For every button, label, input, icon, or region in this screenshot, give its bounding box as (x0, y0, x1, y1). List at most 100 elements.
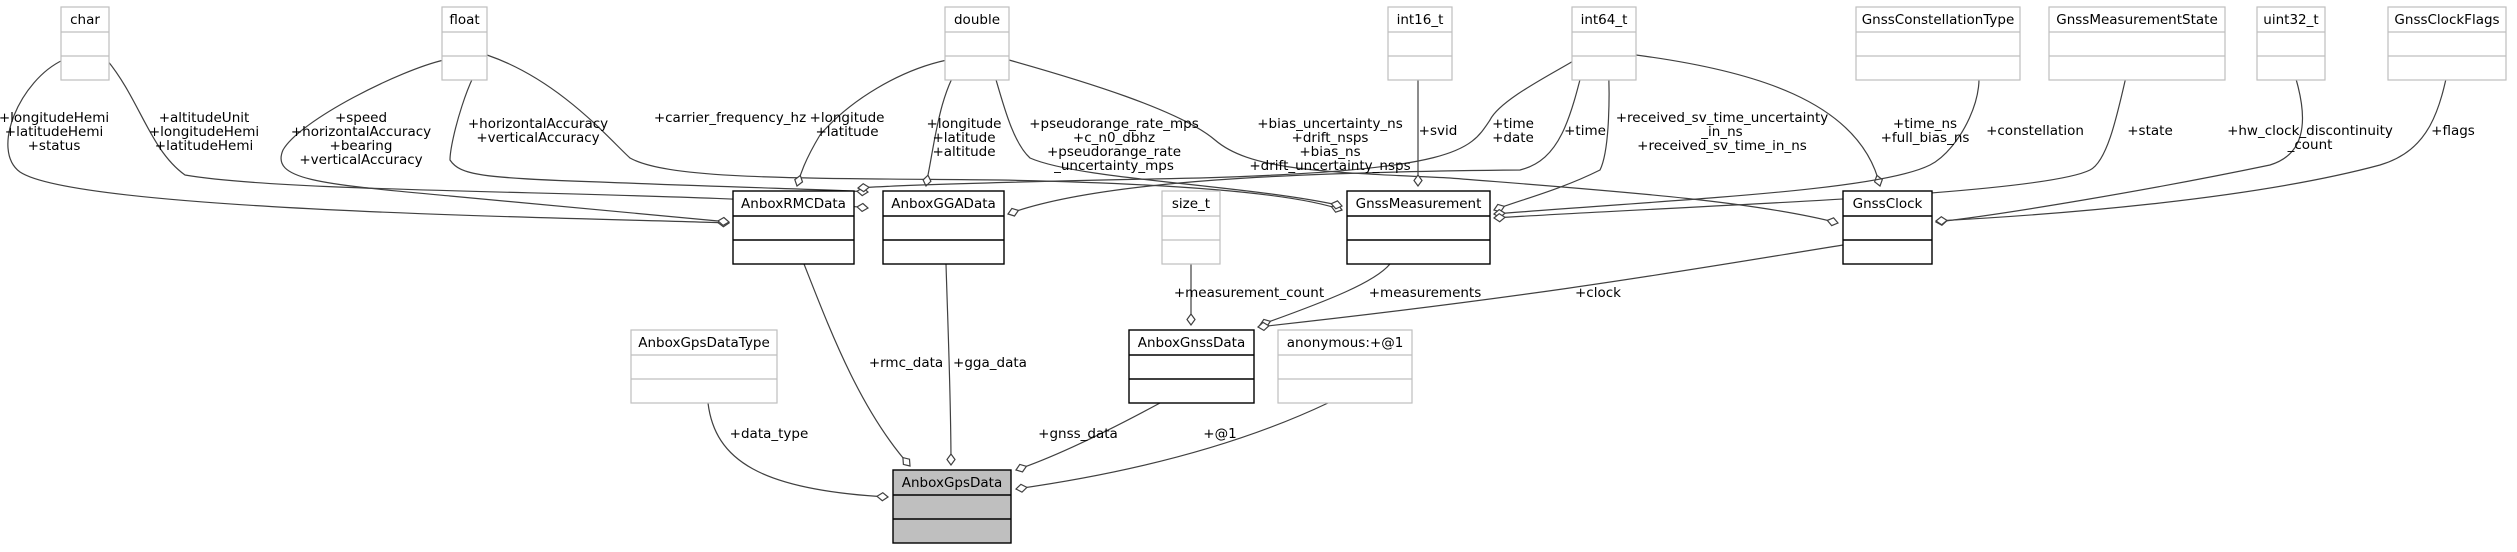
edge-label: +bias_uncertainty_ns+drift_nsps+bias_ns+… (1249, 116, 1410, 174)
edge-char-to-anbox-gga-data (106, 59, 870, 213)
edge-label-line: +longitudeHemi (149, 124, 259, 140)
node-box (1277, 329, 1413, 404)
node-int64-t[interactable]: int64_t (1571, 6, 1637, 81)
edge-label: +time (1564, 123, 1606, 139)
edge-label-line: +flags (2431, 123, 2475, 139)
edge-label-line: +altitudeUnit (159, 110, 250, 126)
edge-label-line: +altitude (932, 144, 995, 160)
node-title: anonymous:+@1 (1287, 335, 1404, 351)
aggregation-diamond-icon (1873, 174, 1884, 187)
node-title: double (954, 12, 1000, 28)
edge-uint32-t-to-gnss-clock (1934, 59, 2303, 227)
node-box (1161, 190, 1221, 265)
node-box (944, 6, 1010, 81)
aggregation-diamond-icon (1015, 463, 1028, 473)
node-anbox-gnss-data[interactable]: AnboxGnssData (1128, 329, 1255, 404)
edge-label-line: _in_ns (1700, 124, 1742, 140)
edge-label: +carrier_frequency_hz (654, 110, 806, 126)
edge-label-line: +drift_nsps (1292, 130, 1369, 146)
node-box (1855, 6, 2021, 81)
edge-label-line: +carrier_frequency_hz (654, 110, 806, 126)
node-int16-t[interactable]: int16_t (1387, 6, 1453, 81)
edge-line (989, 59, 1343, 207)
edge-label: +state (2127, 123, 2173, 139)
node-anbox-gps-data[interactable]: AnboxGpsData (892, 469, 1012, 544)
aggregation-diamond-icon (1014, 483, 1028, 493)
node-anonymous[interactable]: anonymous:+@1 (1277, 329, 1413, 404)
edge-line (945, 263, 952, 466)
node-box (630, 329, 778, 404)
node-float[interactable]: float (441, 6, 488, 81)
edge-float-to-anbox-rmc-data (280, 59, 731, 227)
edge-anbox-rmc-data-to-anbox-gps-data (803, 263, 911, 467)
edge-line (1015, 402, 1329, 490)
edge-label: +longitude+latitude (810, 110, 885, 140)
edge-label-line: +latitudeHemi (5, 124, 103, 140)
edge-label-line: +bearing (330, 138, 393, 154)
edge-label-line: +latitude (815, 124, 878, 140)
node-title: uint32_t (2263, 12, 2318, 28)
aggregation-diamond-icon (856, 182, 871, 193)
edge-label-line: +hw_clock_discontinuity (2227, 123, 2393, 139)
node-title: GnssMeasurementState (2056, 12, 2218, 28)
edge-label: +altitudeUnit+longitudeHemi+latitudeHemi (149, 110, 259, 154)
node-anbox-rmc-data[interactable]: AnboxRMCData (732, 190, 855, 265)
edge-anbox-gga-data-to-anbox-gps-data (945, 263, 956, 467)
aggregation-diamond-icon (794, 174, 804, 187)
node-size-t[interactable]: size_t (1161, 190, 1221, 265)
edge-label-line: +latitudeHemi (155, 138, 253, 154)
edge-line (796, 59, 948, 187)
edge-line (1493, 59, 2131, 219)
node-box (441, 6, 488, 81)
edge-label-line: +longitudeHemi (0, 110, 109, 126)
edge-label-line: +data_type (730, 426, 809, 442)
edge-label-line: +rmc_data (869, 355, 943, 371)
node-title: AnboxGGAData (891, 196, 996, 212)
edge-label-line: +@1 (1203, 426, 1236, 442)
edge-label: +speed+horizontalAccuracy+bearing+vertic… (291, 110, 431, 168)
edge-line (449, 59, 869, 193)
edge-label-line: +longitude (810, 110, 885, 126)
node-box (60, 6, 110, 81)
edge-label-line: +pseudorange_rate (1047, 144, 1181, 160)
edge-label: +measurements (1369, 285, 1482, 301)
edge-label-line: +time (1564, 123, 1606, 139)
edge-label-line: +horizontalAccuracy (468, 116, 608, 132)
aggregation-diamond-icon (1492, 212, 1507, 223)
node-title: AnboxGpsDataType (638, 335, 770, 351)
edge-label: +longitudeHemi+latitudeHemi+status (0, 110, 109, 154)
edge-label-line: +status (28, 138, 81, 154)
edge-label-line: +measurements (1369, 285, 1482, 301)
node-title: float (449, 12, 479, 28)
edge-label-line: +clock (1575, 285, 1621, 301)
edge-anonymous-to-anbox-gps-data (1014, 402, 1329, 493)
edge-label-line: +svid (1419, 123, 1458, 139)
node-title: AnboxGpsData (902, 475, 1003, 491)
node-gnss-constellation-type[interactable]: GnssConstellationType (1855, 6, 2021, 81)
edge-line (1008, 59, 1839, 224)
edge-label-line: +time_ns (1893, 116, 1957, 132)
edge-anbox-gps-data-type-to-anbox-gps-data (707, 402, 890, 502)
node-gnss-clock[interactable]: GnssClock (1842, 190, 1933, 265)
edges-layer (7, 54, 2451, 502)
node-char[interactable]: char (60, 6, 110, 81)
edge-label-line: +c_n0_dbhz (1073, 130, 1155, 146)
edge-label: +gga_data (953, 355, 1027, 371)
edge-label-line: +pseudorange_rate_mps (1029, 116, 1199, 132)
node-double[interactable]: double (944, 6, 1010, 81)
edge-int64-t-to-gnss-clock (1635, 54, 1884, 187)
node-anbox-gps-data-type[interactable]: AnboxGpsDataType (630, 329, 778, 404)
edge-label: +data_type (730, 426, 809, 442)
node-gnss-measurement[interactable]: GnssMeasurement (1346, 190, 1491, 265)
node-gnss-clock-flags[interactable]: GnssClockFlags (2387, 6, 2507, 81)
node-title: GnssMeasurement (1356, 196, 1482, 212)
edge-label-line: +received_sv_time_in_ns (1637, 138, 1807, 154)
edge-gnss-clock-to-anbox-gnss-data (1256, 244, 1844, 332)
edge-label-line: _count (2287, 137, 2333, 153)
node-anbox-gga-data[interactable]: AnboxGGAData (882, 190, 1005, 265)
node-title: GnssConstellationType (1862, 12, 2015, 28)
edge-line (857, 59, 1576, 189)
node-box (1387, 6, 1453, 81)
node-gnss-measurement-state[interactable]: GnssMeasurementState (2048, 6, 2226, 81)
node-uint32-t[interactable]: uint32_t (2256, 6, 2326, 81)
